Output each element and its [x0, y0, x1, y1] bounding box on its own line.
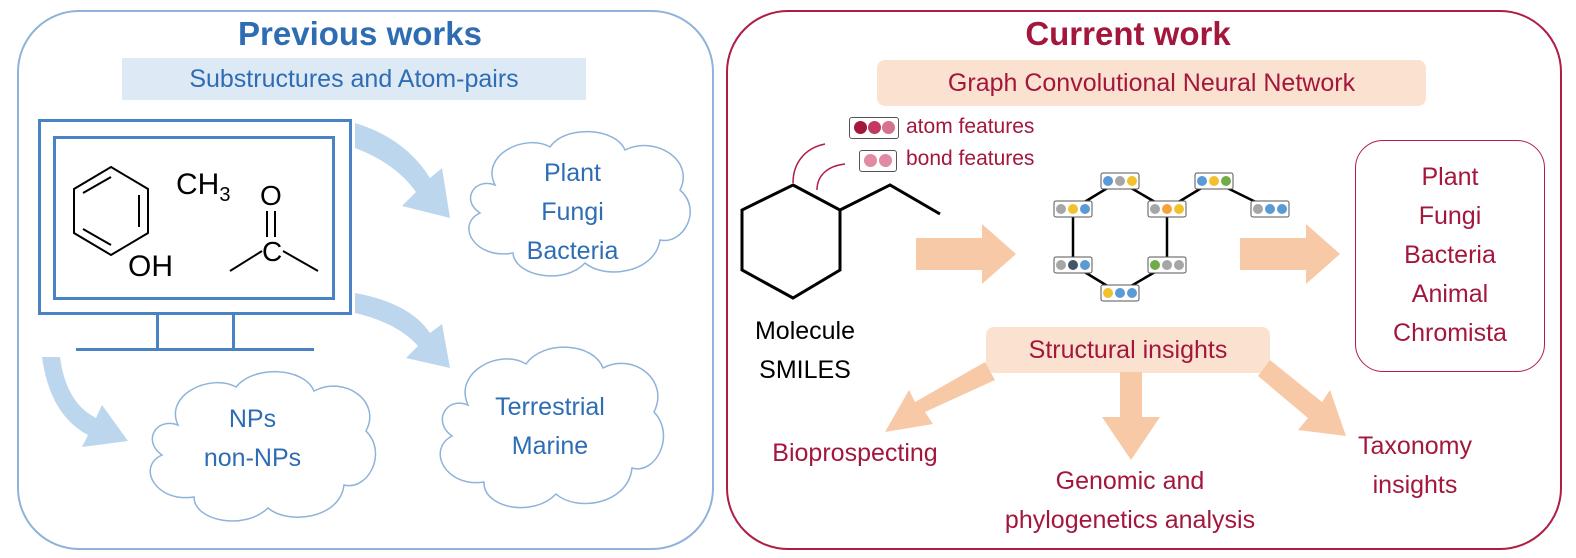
methyl-group-label: CH3: [176, 168, 230, 207]
arrow-to-taxonomy-icon: [1258, 360, 1346, 436]
substructures-band: Substructures and Atom-pairs: [122, 58, 586, 100]
graph-node-top-right: [1194, 172, 1234, 190]
graph-node-left: [1053, 200, 1093, 218]
bond-features-label: bond features: [906, 147, 1035, 170]
cloud-line-plant: Plant: [544, 159, 601, 187]
bioprospecting-label: Bioprospecting: [772, 439, 938, 467]
kingdoms-output-text: Plant Fungi Bacteria Animal Chromista: [1355, 158, 1545, 353]
arrow-to-graph-icon: [916, 224, 1016, 284]
cloud-line-non-nps: non-NPs: [203, 444, 302, 472]
genomic-line2: phylogenetics analysis: [1004, 506, 1256, 534]
atom-features-swatch: [849, 117, 899, 139]
taxonomy-insights-label: Taxonomy insights: [1330, 427, 1500, 505]
graph-node-bottom-right: [1147, 256, 1187, 274]
taxonomy-line2: insights: [1372, 471, 1458, 499]
genomic-line1: Genomic and: [1055, 467, 1205, 495]
structural-insights-box: Structural insights: [986, 327, 1270, 373]
habitat-cloud-text: Terrestrial Marine: [460, 388, 640, 466]
arrow-to-genomic-icon: [1102, 372, 1160, 460]
previous-works-panel: [17, 10, 714, 550]
carbonyl-carbon-label: C: [262, 236, 283, 267]
np-classification-cloud-shape: [149, 370, 377, 522]
genomic-analysis-label: Genomic and phylogenetics analysis: [970, 462, 1290, 540]
graph-node-center: [1147, 200, 1187, 218]
kingdom-animal: Animal: [1411, 280, 1489, 308]
molecule-label-line1: Molecule: [754, 317, 856, 345]
kingdoms-cloud-text: Plant Fungi Bacteria: [495, 154, 650, 271]
cloud-line-fungi: Fungi: [541, 198, 604, 226]
bond-features-swatch: [859, 150, 897, 172]
previous-works-title: Previous works: [238, 15, 482, 52]
methyl-subscript: 3: [219, 184, 231, 206]
kingdom-fungi: Fungi: [1418, 202, 1482, 230]
cloud-line-bacteria: Bacteria: [526, 237, 619, 265]
molecule-smiles-label: Molecule SMILES: [735, 312, 875, 390]
benzene-ring-icon: [73, 165, 149, 257]
taxonomy-line1: Taxonomy: [1358, 432, 1472, 460]
ethylcyclohexane-structure: [740, 143, 941, 300]
arrow-to-np-classification-icon: [42, 357, 128, 447]
graph-node-bottom-left: [1053, 256, 1093, 274]
kingdom-bacteria: Bacteria: [1404, 241, 1496, 269]
arrow-to-kingdoms-output-icon: [1240, 224, 1340, 284]
cloud-line-marine: Marine: [511, 432, 589, 460]
hydroxyl-group-label: OH: [128, 250, 173, 283]
gcnn-band: Graph Convolutional Neural Network: [877, 60, 1426, 106]
methyl-text: CH: [176, 168, 220, 201]
kingdoms-cloud-shape: [468, 130, 691, 277]
arrow-to-kingdoms-icon: [355, 123, 450, 218]
graph-node-bottom: [1100, 284, 1140, 302]
carbonyl-bonds-icon: [229, 211, 319, 272]
graph-node-top-left: [1100, 172, 1140, 190]
kingdom-plant: Plant: [1421, 163, 1479, 191]
atom-features-label: atom features: [906, 115, 1035, 138]
graph-node-right: [1250, 200, 1290, 218]
molecular-graph-icon: [1053, 172, 1290, 302]
habitat-cloud-shape: [439, 346, 665, 509]
molecule-label-line2: SMILES: [759, 356, 851, 384]
current-work-title: Current work: [1025, 15, 1231, 52]
arrow-to-habitat-icon: [355, 293, 450, 368]
current-work-panel: [726, 10, 1562, 550]
kingdom-chromista: Chromista: [1393, 319, 1507, 347]
np-classification-cloud-text: NPs non-NPs: [175, 400, 330, 478]
arrow-to-bioprospecting-icon: [885, 362, 995, 432]
cloud-line-terrestrial: Terrestrial: [495, 393, 605, 421]
cloud-line-nps: NPs: [228, 405, 277, 433]
carbonyl-oxygen-label: O: [260, 180, 282, 211]
kingdoms-output-box: [1355, 140, 1545, 372]
